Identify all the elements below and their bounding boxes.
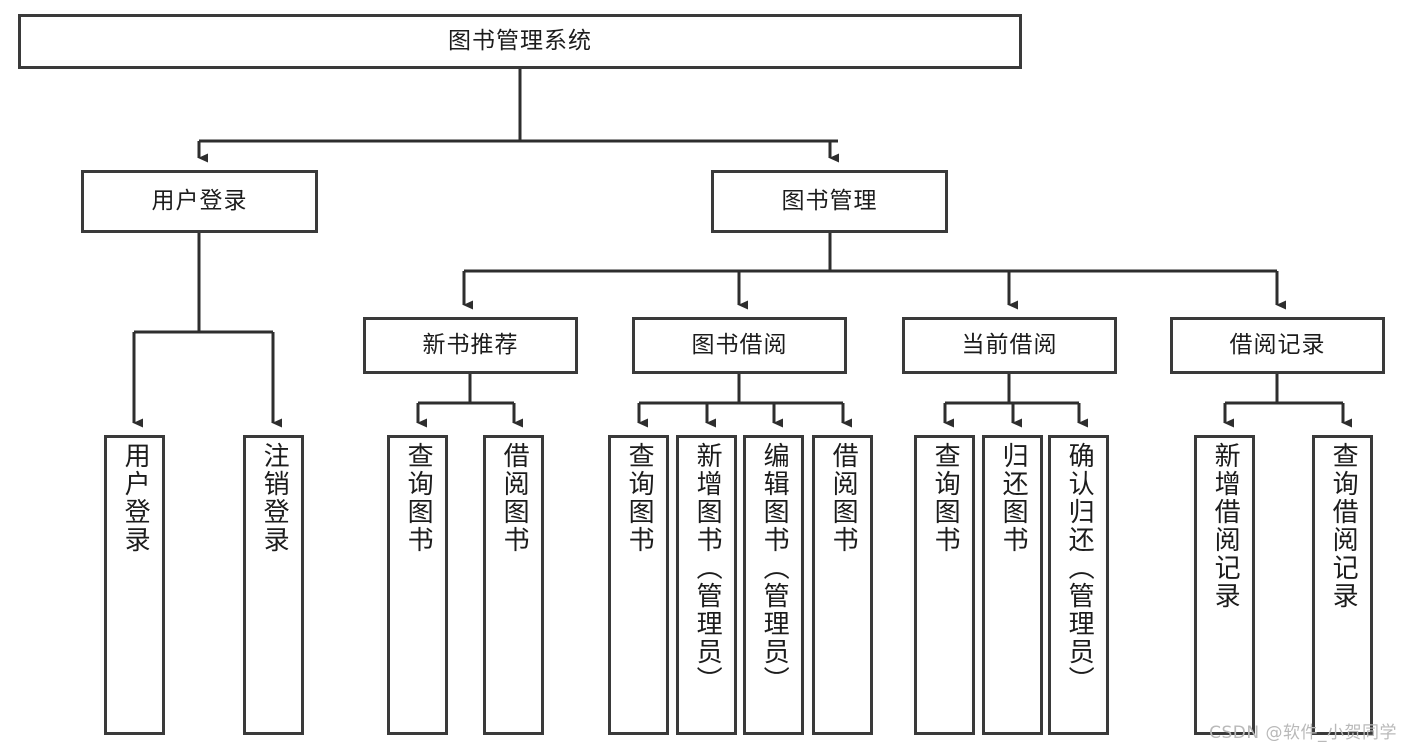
node-book-management-label: 图书管理 (781, 188, 878, 215)
node-root[interactable]: 图书管理系统 (18, 14, 1022, 69)
leaf-query-book-current-label: 查询图书 (930, 442, 961, 554)
leaf-logout[interactable]: 注销登录 (243, 435, 304, 735)
leaf-return-book[interactable]: 归还图书 (982, 435, 1043, 735)
leaf-query-book-current[interactable]: 查询图书 (914, 435, 975, 735)
node-book-borrow[interactable]: 图书借阅 (632, 317, 847, 374)
leaf-query-book-recommend[interactable]: 查询图书 (387, 435, 448, 735)
leaf-user-login[interactable]: 用户登录 (104, 435, 165, 735)
node-new-book-recommend[interactable]: 新书推荐 (363, 317, 578, 374)
leaf-logout-label: 注销登录 (259, 442, 290, 554)
node-new-book-recommend-label: 新书推荐 (422, 332, 519, 359)
leaf-query-book-recommend-label: 查询图书 (403, 442, 434, 554)
leaf-query-borrow-record-label: 查询借阅记录 (1328, 442, 1359, 610)
node-current-borrow-label: 当前借阅 (961, 332, 1058, 359)
leaf-borrow-book-recommend[interactable]: 借阅图书 (483, 435, 544, 735)
node-user-login-label: 用户登录 (151, 188, 248, 215)
leaf-return-book-label: 归还图书 (998, 442, 1029, 554)
csdn-watermark: CSDN @软件_小贺同学 (1209, 723, 1397, 743)
leaf-query-book-borrow-label: 查询图书 (624, 442, 655, 554)
leaf-edit-book-admin-label: 编辑图书（管理员） (759, 442, 790, 694)
node-root-label: 图书管理系统 (448, 28, 592, 55)
leaf-add-borrow-record[interactable]: 新增借阅记录 (1194, 435, 1255, 735)
leaf-confirm-return-admin[interactable]: 确认归还（管理员） (1048, 435, 1109, 735)
leaf-add-book-admin-label: 新增图书（管理员） (692, 442, 723, 694)
leaf-add-borrow-record-label: 新增借阅记录 (1210, 442, 1241, 610)
node-current-borrow[interactable]: 当前借阅 (902, 317, 1117, 374)
leaf-borrow-book[interactable]: 借阅图书 (812, 435, 873, 735)
leaf-confirm-return-admin-label: 确认归还（管理员） (1064, 442, 1095, 694)
node-book-management[interactable]: 图书管理 (711, 170, 948, 233)
leaf-user-login-label: 用户登录 (120, 442, 151, 554)
leaf-query-borrow-record[interactable]: 查询借阅记录 (1312, 435, 1373, 735)
leaf-borrow-book-label: 借阅图书 (828, 442, 859, 554)
leaf-edit-book-admin[interactable]: 编辑图书（管理员） (743, 435, 804, 735)
leaf-query-book-borrow[interactable]: 查询图书 (608, 435, 669, 735)
node-borrow-records[interactable]: 借阅记录 (1170, 317, 1385, 374)
leaf-add-book-admin[interactable]: 新增图书（管理员） (676, 435, 737, 735)
node-book-borrow-label: 图书借阅 (691, 332, 788, 359)
leaf-borrow-book-recommend-label: 借阅图书 (499, 442, 530, 554)
node-user-login[interactable]: 用户登录 (81, 170, 318, 233)
node-borrow-records-label: 借阅记录 (1229, 332, 1326, 359)
